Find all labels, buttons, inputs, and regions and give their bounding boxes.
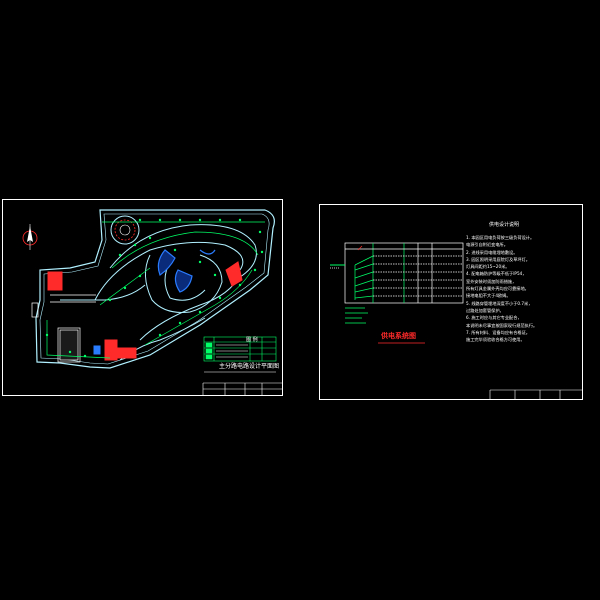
circuit-lines (46, 221, 265, 359)
note-line: 2. 进线采用电缆埋地敷设。 (466, 249, 518, 255)
note-line: 室外安装时须加防雨措施， (466, 278, 517, 284)
water-features (157, 249, 216, 293)
note-line: 5. 线路穿管埋地深度不小于0.7米， (466, 300, 533, 306)
design-notes: 1. 本园区用电负荷按三级负荷设计。 电源引自附近变电所。 2. 进线采用电缆埋… (466, 234, 582, 343)
note-line: 1. 本园区用电负荷按三级负荷设计。 (466, 235, 535, 240)
buildings (47, 261, 243, 361)
right-drawing-sheet (319, 204, 583, 400)
note-line: 过路处加套管保护。 (466, 307, 504, 313)
left-sheet-title: 主分路电路设计平面图 (219, 363, 280, 370)
circular-plaza (110, 215, 140, 245)
light-fixtures (45, 218, 264, 358)
note-line: 接地电阻不大于4欧姆。 (466, 293, 511, 299)
north-arrow-icon (22, 224, 38, 250)
left-title-block (202, 382, 282, 396)
left-drawing-sheet (2, 199, 283, 396)
site-boundary (35, 209, 275, 369)
right-title-block (489, 389, 582, 400)
building-outlines (31, 294, 96, 363)
note-line: 施工完毕须验收合格方可使用。 (466, 337, 525, 343)
legend-table (203, 336, 277, 362)
note-line: 本说明未尽事宜按国家现行规范执行。 (466, 322, 538, 328)
note-line: 电源引自附近变电所。 (466, 242, 508, 248)
legend-header: 图 例 (246, 337, 258, 343)
interior-paths (60, 224, 257, 361)
note-line: 所有灯具金属外壳均应可靠接地。 (466, 286, 529, 292)
power-system-schematic (330, 242, 464, 344)
note-line: 6. 施工时应与其它专业配合， (466, 315, 522, 321)
note-line: 7. 所有材料、设备均应有合格证。 (466, 329, 530, 335)
system-diagram-title: 供电系统图 (381, 332, 416, 340)
note-line: 4. 配电箱防护等级不低于IP54， (466, 271, 527, 277)
note-line: 3. 园区照明采用庭院灯及草坪灯。 (466, 256, 530, 262)
note-line: 灯具间距约15~20米。 (466, 264, 510, 270)
notes-title: 供电设计说明 (489, 222, 520, 228)
